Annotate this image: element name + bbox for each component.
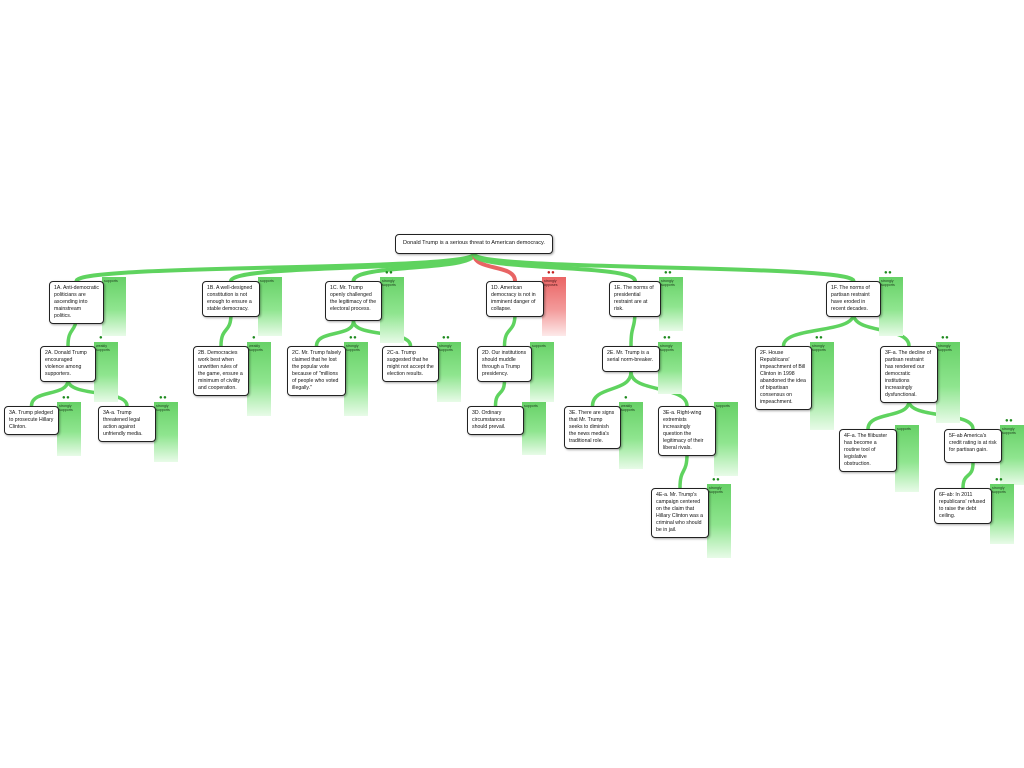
claim-node-2f[interactable]: 2F. House Republicans' impeachment of Bi… [755, 346, 812, 410]
relation-tag-2b: weakly supports [247, 342, 271, 416]
relation-tag-2c: strongly supports [344, 342, 368, 416]
claim-node-1b[interactable]: 1B. A well-designed constitution is not … [202, 281, 260, 317]
strength-dots-3a: ●● [62, 395, 71, 401]
claim-node-2d[interactable]: 2D. Our institutions should muddle throu… [477, 346, 532, 382]
strength-dots-2b: ● [252, 335, 257, 341]
claim-node-4fa[interactable]: 4F-a. The filibuster has become a routin… [839, 429, 897, 472]
relation-tag-5fab: strongly supports [1000, 425, 1024, 485]
claim-node-1e[interactable]: 1E. The norms of presidential restraint … [609, 281, 661, 317]
relation-tag-1f: strongly supports [879, 277, 903, 336]
connector-1f [472, 252, 856, 283]
strength-dots-6fab: ●● [995, 477, 1004, 483]
claim-node-1c[interactable]: 1C. Mr. Trump openly challenged the legi… [325, 281, 382, 321]
strength-dots-1f: ●● [884, 270, 893, 276]
relation-tag-3fa: strongly supports [936, 342, 960, 423]
relation-tag-2ca: strongly supports [437, 342, 461, 402]
claim-node-1a[interactable]: 1A. Anti-democratic politicians are asce… [49, 281, 104, 324]
connector-3d [493, 378, 507, 408]
claim-node-3ea[interactable]: 3E-a. Right-wing extremists increasingly… [658, 406, 716, 456]
strength-dots-3aa: ●● [159, 395, 168, 401]
strength-dots-4ea: ●● [712, 477, 721, 483]
connector-1c [351, 252, 476, 283]
connector-3e [590, 370, 633, 408]
strength-dots-5fab: ●● [1005, 418, 1014, 424]
relation-tag-2a: weakly supports [94, 342, 118, 402]
relation-tag-3ea: supports [714, 402, 738, 476]
relation-tag-3aa: strongly supports [154, 402, 178, 462]
relation-tag-3d: supports [522, 402, 546, 455]
connector-2c [314, 319, 356, 348]
claim-node-2a[interactable]: 2A. Donald Trump encouraged violence amo… [40, 346, 96, 382]
claim-node-3d[interactable]: 3D. Ordinary circumstances should prevai… [467, 406, 524, 435]
claim-node-4ea[interactable]: 4E-a. Mr. Trump's campaign centered on t… [651, 488, 709, 538]
relation-tag-2d: supports [530, 342, 554, 402]
root-claim[interactable]: Donald Trump is a serious threat to Amer… [395, 234, 553, 254]
connector-2f [781, 312, 856, 348]
relation-tag-3a: strongly supports [57, 402, 81, 456]
relation-tag-1a: supports [102, 277, 126, 336]
claim-node-3fa[interactable]: 3F-a. The decline of partisan restraint … [880, 346, 938, 403]
relation-tag-4fa: supports [895, 425, 919, 492]
claim-node-2b[interactable]: 2B. Democracies work best when unwritten… [193, 346, 249, 396]
claim-node-2c[interactable]: 2C. Mr. Trump falsely claimed that he lo… [287, 346, 346, 396]
claim-node-1d[interactable]: 1D. American democracy is not in imminen… [486, 281, 544, 317]
relation-tag-1c: strongly supports [380, 277, 404, 343]
strength-dots-1e: ●● [664, 270, 673, 276]
connector-2b [219, 312, 233, 348]
claim-node-3a[interactable]: 3A. Trump pledged to prosecute Hillary C… [4, 406, 59, 435]
relation-tag-6fab: strongly supports [990, 484, 1014, 544]
claim-node-3aa[interactable]: 3A-a. Trump threatened legal action agai… [98, 406, 156, 442]
claim-node-3e[interactable]: 3E. There are signs that Mr. Trump seeks… [564, 406, 621, 449]
claim-node-2e[interactable]: 2E. Mr. Trump is a serial norm-breaker. [602, 346, 660, 372]
strength-dots-2e: ●● [663, 335, 672, 341]
strength-dots-2c: ●● [349, 335, 358, 341]
relation-tag-1b: supports [258, 277, 282, 336]
strength-dots-3fa: ●● [941, 335, 950, 341]
strength-dots-2f: ●● [815, 335, 824, 341]
connector-4ea [678, 452, 689, 490]
strength-dots-1c: ●● [385, 270, 394, 276]
claim-node-1f[interactable]: 1F. The norms of partisan restraint have… [826, 281, 881, 317]
strength-dots-2a: ● [99, 335, 104, 341]
claim-node-5fab[interactable]: 5F-ab America's credit rating is at risk… [944, 429, 1002, 463]
relation-tag-3e: weakly supports [619, 402, 643, 469]
relation-tag-1d: strongly opposes [542, 277, 566, 336]
relation-tag-2f: strongly supports [810, 342, 834, 430]
claim-node-6fab[interactable]: 6F-ab: In 2011 republicans' refused to r… [934, 488, 992, 524]
relation-tag-1e: strongly supports [659, 277, 683, 331]
strength-dots-1d: ●● [547, 270, 556, 276]
strength-dots-3e: ● [624, 395, 629, 401]
connector-4fa [866, 399, 911, 431]
connector-2d [502, 312, 517, 348]
relation-tag-2e: strongly supports [658, 342, 682, 394]
relation-tag-4ea: strongly supports [707, 484, 731, 558]
claim-node-2ca[interactable]: 2C-a. Trump suggested that he might not … [382, 346, 439, 382]
connector-6fab [961, 461, 975, 490]
strength-dots-2ca: ●● [442, 335, 451, 341]
connector-3a [29, 378, 70, 408]
